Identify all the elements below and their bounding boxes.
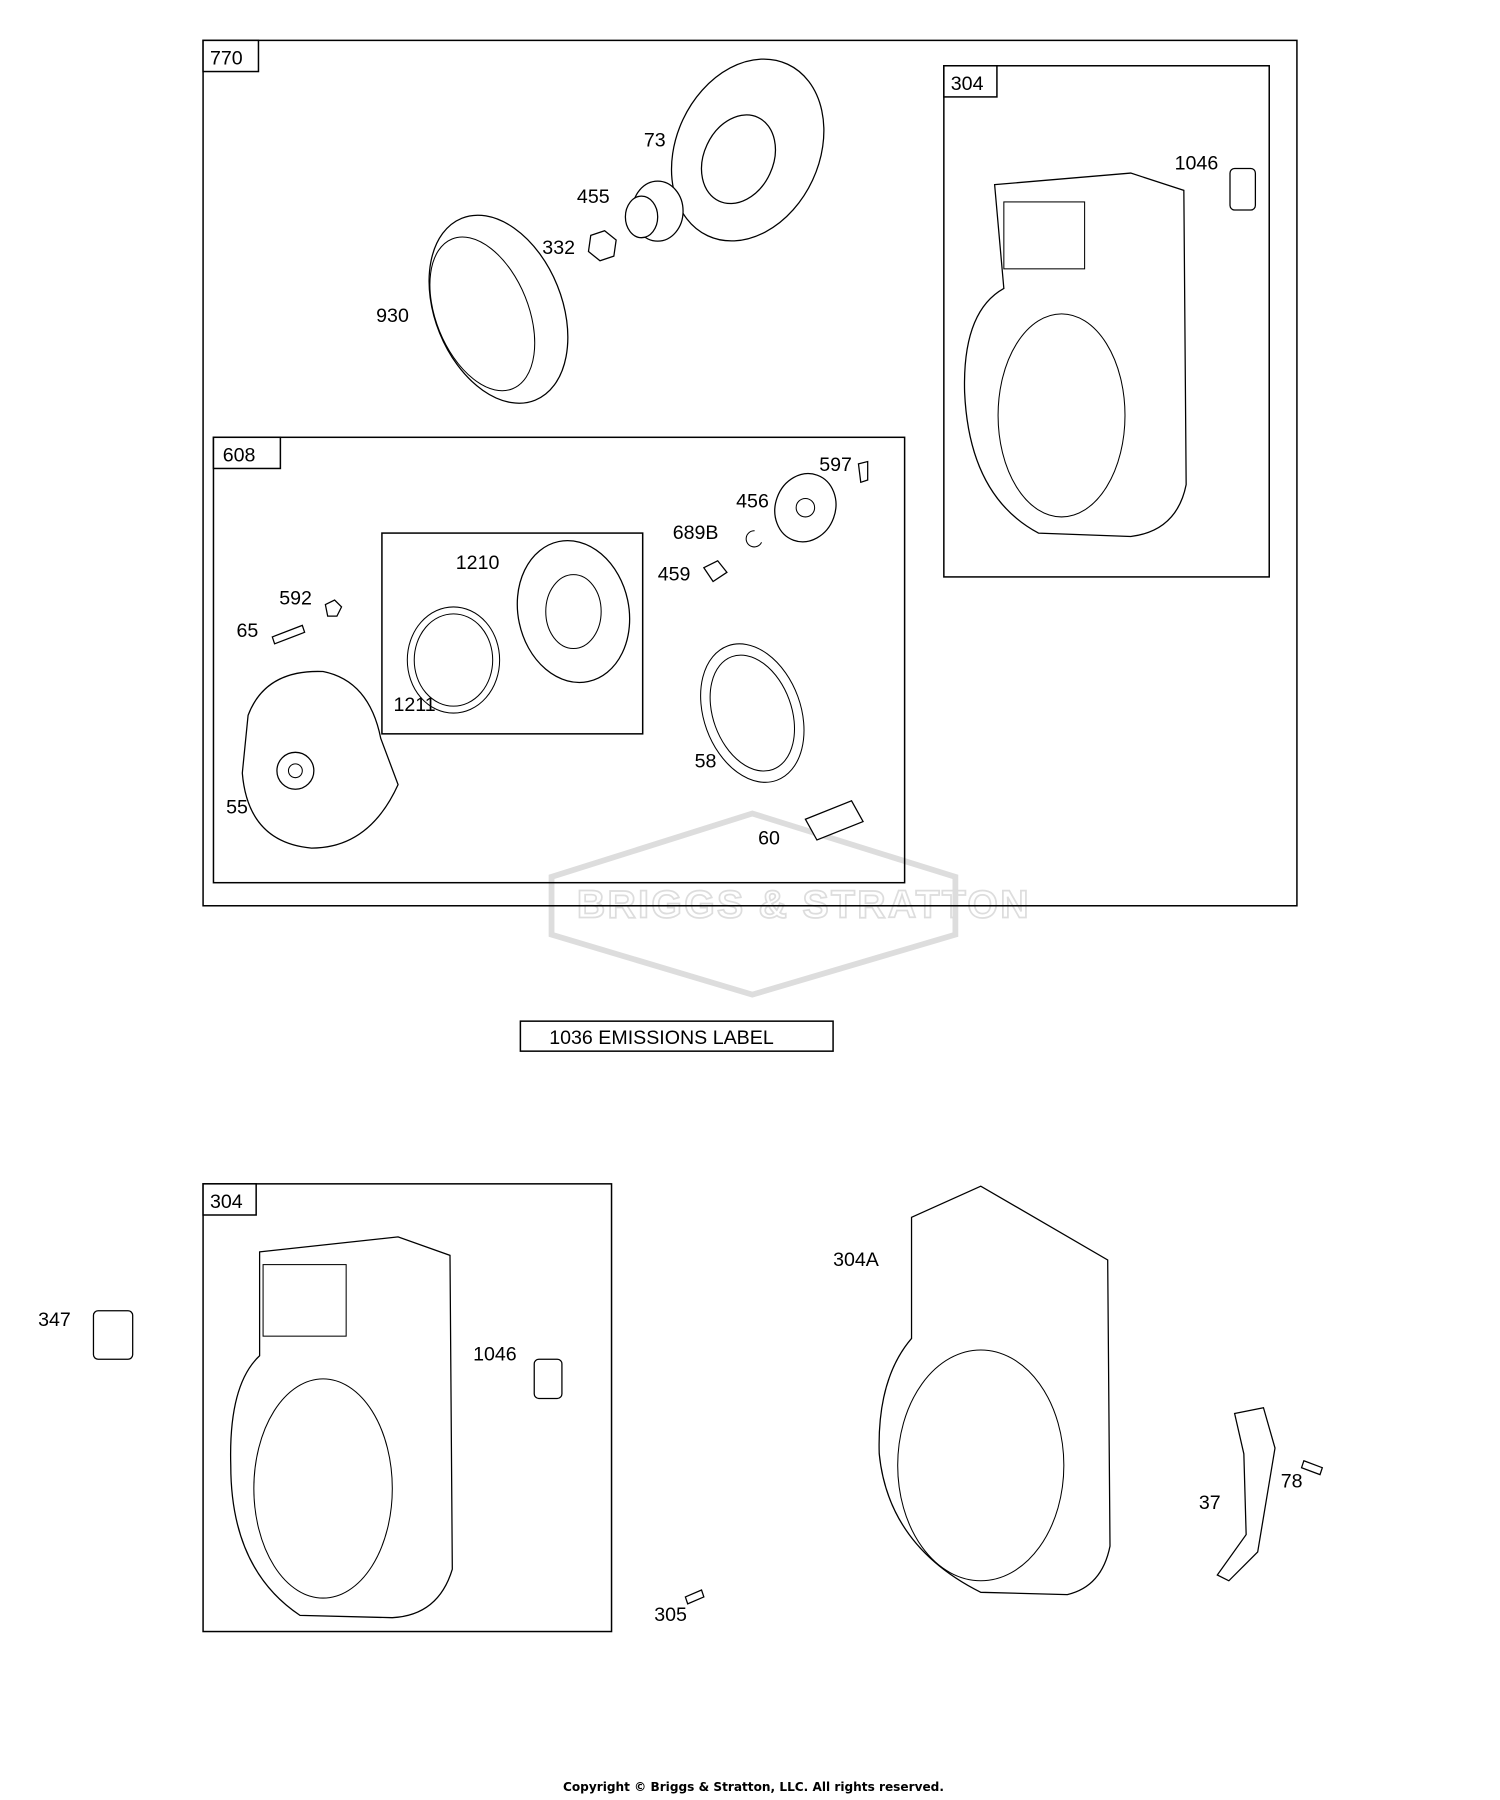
- label-37[interactable]: 37: [1199, 1492, 1221, 1514]
- part-930-rotating-screen[interactable]: [403, 195, 594, 424]
- label-332[interactable]: 332: [542, 237, 575, 259]
- watermark-logo: BRIGGS & STRATTON: [548, 810, 1031, 998]
- label-304a[interactable]: 304A: [833, 1249, 880, 1271]
- part-37-air-guide[interactable]: [1216, 1406, 1276, 1582]
- group-304-top-label[interactable]: 304: [951, 73, 984, 95]
- part-1210-pulley[interactable]: [504, 530, 642, 693]
- group-770-box: [202, 39, 1298, 907]
- label-78[interactable]: 78: [1281, 1470, 1303, 1492]
- part-305-screw[interactable]: [684, 1589, 705, 1605]
- part-304a-blower-housing[interactable]: [878, 1185, 1111, 1596]
- group-770-label[interactable]: 770: [210, 48, 243, 70]
- part-1046-decal-bottom[interactable]: [533, 1358, 563, 1400]
- label-459[interactable]: 459: [658, 563, 691, 585]
- part-455-starter-cup[interactable]: [624, 180, 684, 242]
- label-455[interactable]: 455: [577, 186, 610, 208]
- label-58[interactable]: 58: [695, 750, 717, 772]
- part-456-retainer[interactable]: [765, 465, 845, 551]
- copyright-notice: Copyright © Briggs & Stratton, LLC. All …: [563, 1780, 944, 1794]
- part-332-nut[interactable]: [587, 230, 617, 262]
- group-608-label[interactable]: 608: [223, 445, 256, 467]
- part-592-nut[interactable]: [324, 599, 343, 617]
- emissions-label-box: [519, 1020, 834, 1052]
- group-304-top-box: [943, 65, 1270, 578]
- part-1046-decal-top[interactable]: [1229, 167, 1257, 211]
- label-1046-bottom[interactable]: 1046: [473, 1343, 517, 1365]
- label-592[interactable]: 592: [279, 588, 312, 610]
- group-304-bottom-tag: [202, 1183, 257, 1216]
- label-347[interactable]: 347: [38, 1309, 71, 1331]
- part-597-screw[interactable]: [857, 460, 869, 484]
- label-73[interactable]: 73: [644, 130, 666, 152]
- label-55[interactable]: 55: [226, 796, 248, 818]
- part-73-screen[interactable]: [643, 34, 853, 266]
- label-1046-top[interactable]: 1046: [1175, 153, 1219, 175]
- label-1210[interactable]: 1210: [456, 552, 500, 574]
- label-65[interactable]: 65: [237, 620, 259, 642]
- label-689b[interactable]: 689B: [673, 522, 719, 544]
- label-930[interactable]: 930: [376, 305, 409, 327]
- group-304-bottom-label[interactable]: 304: [210, 1191, 243, 1213]
- group-304-top-tag: [943, 65, 998, 98]
- part-1211-spring[interactable]: [406, 606, 501, 714]
- group-304-bottom-box: [202, 1183, 613, 1633]
- label-60[interactable]: 60: [758, 828, 780, 850]
- part-347-decal[interactable]: [92, 1310, 134, 1360]
- svg-text:BRIGGS & STRATTON: BRIGGS & STRATTON: [577, 882, 1031, 926]
- label-456[interactable]: 456: [736, 491, 769, 513]
- part-65-screw[interactable]: [271, 624, 306, 645]
- label-597[interactable]: 597: [819, 454, 852, 476]
- part-78-screw[interactable]: [1300, 1459, 1324, 1476]
- label-305[interactable]: 305: [654, 1604, 687, 1626]
- group-608-box: [212, 436, 906, 884]
- label-1211[interactable]: 1211: [393, 694, 435, 716]
- part-304-blower-housing-bottom[interactable]: [229, 1236, 453, 1619]
- part-689b-ring[interactable]: [745, 530, 763, 548]
- emissions-label[interactable]: 1036 EMISSIONS LABEL: [549, 1027, 774, 1049]
- part-55-starter-housing[interactable]: [241, 670, 399, 849]
- part-459-dog[interactable]: [702, 559, 728, 583]
- part-304-blower-housing-top[interactable]: [963, 172, 1187, 538]
- group-770-tag: [202, 39, 260, 73]
- group-608-tag: [212, 436, 282, 470]
- part-60-handle[interactable]: [804, 799, 864, 841]
- part-58-recoil-spring[interactable]: [682, 629, 822, 797]
- group-pulley-spring-box: [381, 532, 644, 735]
